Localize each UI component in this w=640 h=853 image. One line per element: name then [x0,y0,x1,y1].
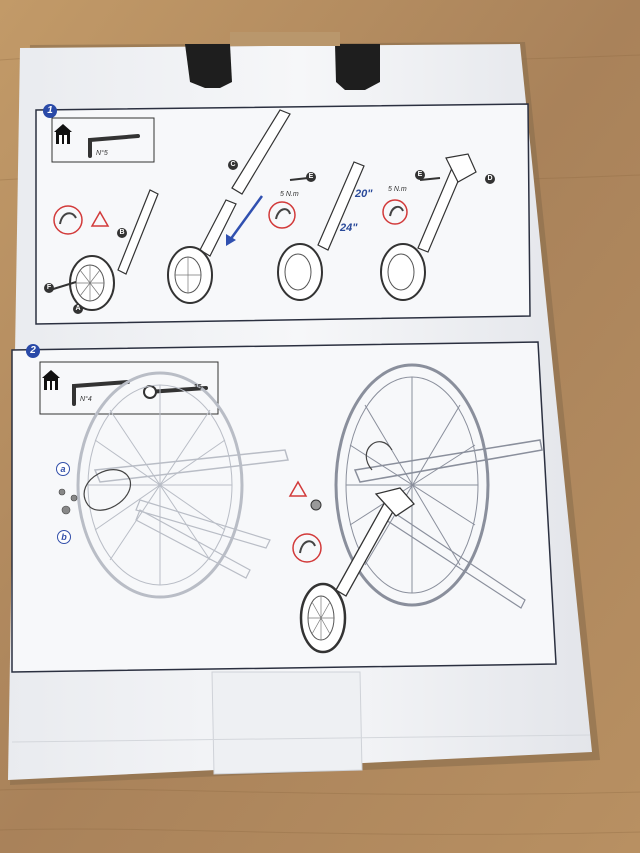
hardware-stack [58,488,78,515]
bike-stay-left [135,509,251,579]
house-tool-icon [54,124,72,144]
step1-wrench-size: N°5 [96,150,108,157]
flap-top-tab [230,32,340,46]
warning-icon [90,210,110,227]
part-label-f: F [44,283,54,293]
wheel-size-24: 24" [340,222,358,234]
step2-panel [11,341,557,673]
strength-arm-icon [292,533,322,563]
part-label-a: A [73,304,83,314]
step1-number: 1 [43,104,57,118]
arrow-head [226,234,236,246]
part-label-e2: E [415,170,425,180]
torque-left: 5 N.m [280,191,299,198]
assembly-d [380,153,477,301]
hex-key-icon [88,134,140,158]
bike-frame-left [93,449,289,483]
assembly-c [167,109,291,304]
wheel-size-20: 20" [355,188,373,200]
warning-icon-2 [288,480,308,497]
flap-cutout-left [185,44,232,88]
bolt-f [49,281,77,291]
spanner-size: 15 [194,384,202,391]
step1-tool-box [51,117,155,163]
part-label-b: B [117,228,127,238]
part-label-d: D [485,174,495,184]
arrow-icon [228,195,264,241]
torque-right: 5 N.m [388,186,407,193]
assembly-20-24 [268,161,365,301]
step1-strength-icon [53,205,83,235]
callout-a: a [56,462,70,476]
flap-cutout-right [335,44,380,90]
bottom-tab [211,671,363,775]
callout-b: b [57,530,71,544]
bracket-b [117,189,159,275]
cable-loop-right [365,441,393,471]
spanner-head [143,385,157,399]
part-label-e: E [306,172,316,182]
bike-wheel-right [334,363,490,607]
bike-wheel-left [76,371,244,599]
cable-loop [83,469,131,511]
bike-chain-left [135,499,271,549]
nut-icon [310,499,322,511]
spanner-icon [146,386,208,394]
step2-number: 2 [26,344,40,358]
bottom-fold [11,734,591,743]
hex-key-icon-2 [72,380,130,406]
step2-tool-box [39,361,219,415]
bike-frame-right [353,439,543,483]
training-wheel-assembly [299,487,415,654]
wheel-a [69,255,115,311]
part-label-c: C [228,160,238,170]
house-tool-icon-2 [42,370,60,390]
step2-wrench-size: N°4 [80,396,92,403]
